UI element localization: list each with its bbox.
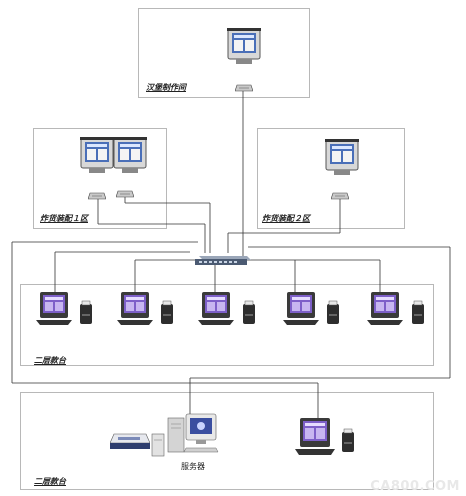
- card-reader-icon: [109, 431, 151, 455]
- bump-bar-keypad-icon: [115, 184, 135, 203]
- pack-area-1-zone: [33, 128, 167, 229]
- receipt-printer-icon: [340, 428, 356, 458]
- pos-terminal-icon: [365, 290, 405, 330]
- bump-bar-keypad-icon: [330, 186, 350, 205]
- kitchen-display-monitor-icon: [322, 138, 362, 182]
- receipt-printer-icon: [241, 300, 257, 330]
- receipt-printer-icon: [325, 300, 341, 330]
- burger-room-zone: [138, 8, 310, 98]
- server-label: 服务器: [181, 462, 205, 471]
- burger-room-label: 汉堡制作间: [146, 83, 186, 92]
- pack-area-1-label: 炸货装配１区: [40, 214, 88, 223]
- floor2-counter-label: 二层款台: [34, 356, 66, 365]
- kitchen-display-monitor-icon: [77, 136, 117, 180]
- bump-bar-keypad-icon: [234, 78, 254, 97]
- pos-terminal-icon: [293, 416, 337, 460]
- pack-area-2-zone: [257, 128, 405, 229]
- watermark: CA800.COM: [370, 479, 460, 494]
- floor1-counter-zone: [20, 392, 434, 490]
- receipt-printer-icon: [78, 300, 94, 330]
- receipt-printer-icon: [410, 300, 426, 330]
- receipt-printer-icon: [159, 300, 175, 330]
- pos-terminal-icon: [196, 290, 236, 330]
- pos-terminal-icon: [34, 290, 74, 330]
- floor2-counter-zone: [20, 284, 434, 366]
- pos-terminal-icon: [281, 290, 321, 330]
- network-switch-icon: [195, 251, 251, 270]
- kitchen-display-monitor-icon: [110, 136, 150, 180]
- pos-terminal-icon: [115, 290, 155, 330]
- kitchen-display-monitor-icon: [224, 27, 264, 71]
- bump-bar-keypad-icon: [87, 186, 107, 205]
- pack-area-2-label: 炸货装配２区: [262, 214, 310, 223]
- floor1-counter-label: 二层款台: [34, 477, 66, 486]
- desktop-computer-icon: [150, 410, 220, 464]
